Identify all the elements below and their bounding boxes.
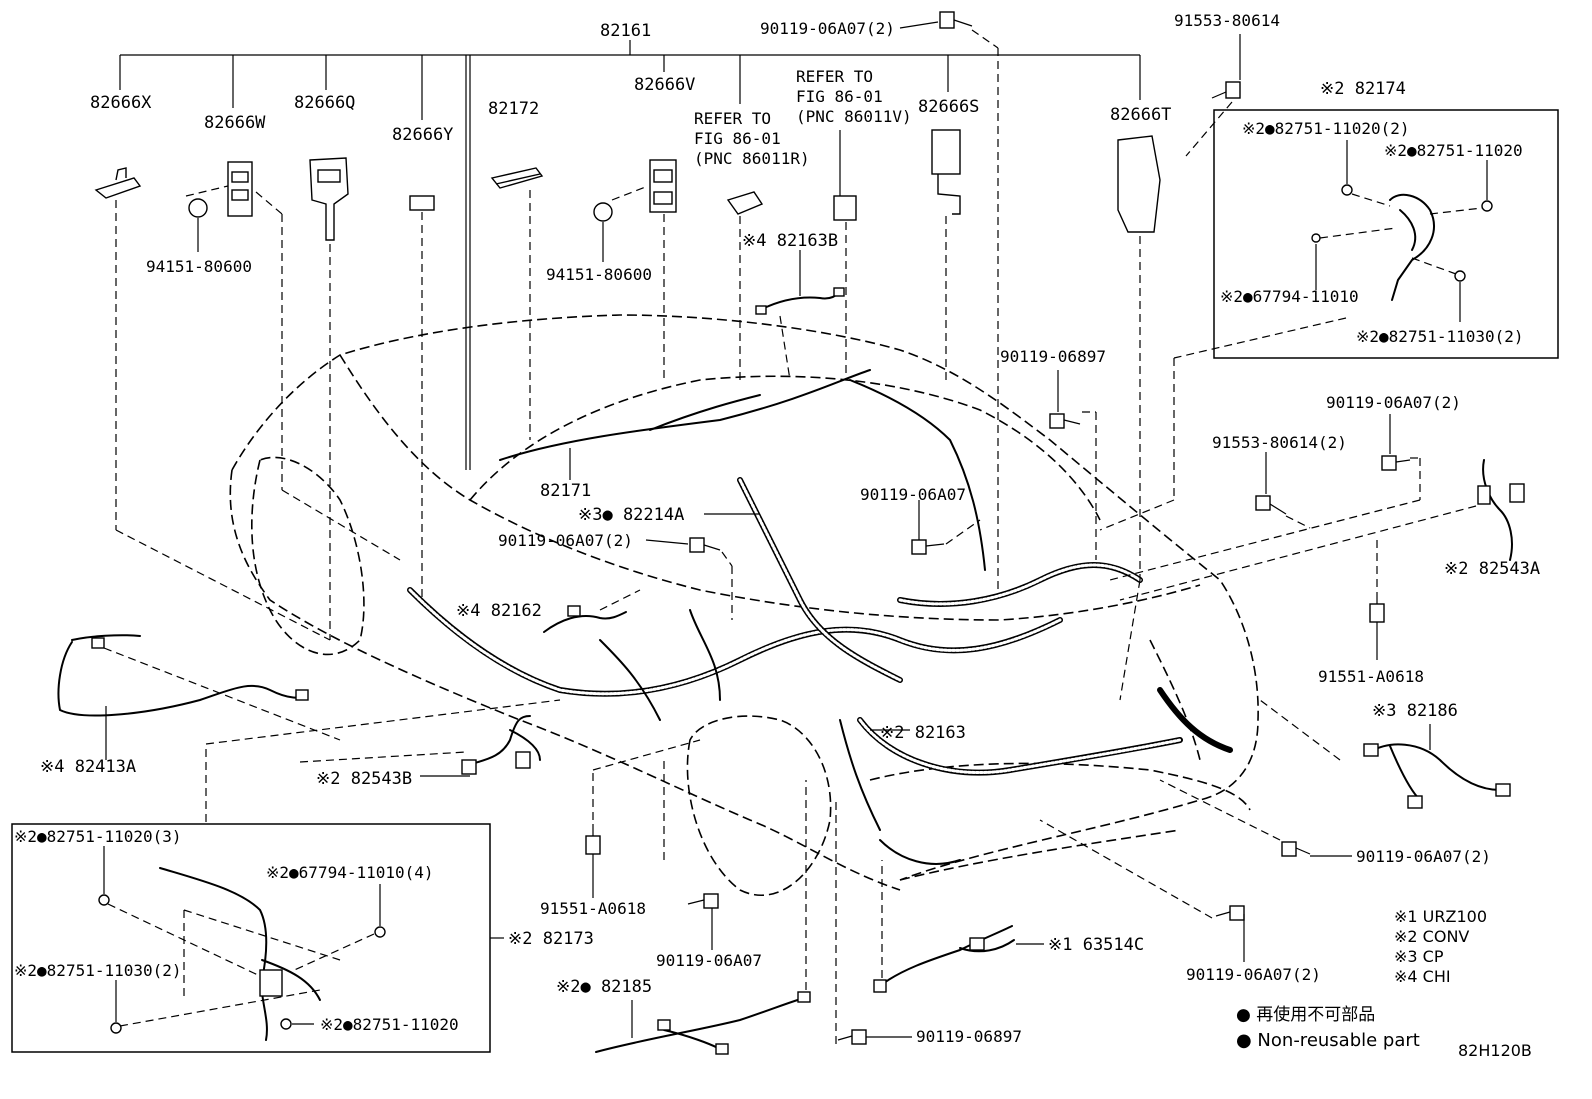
bolt-br1-90119: [1039, 819, 1245, 962]
label-82171: 82171: [540, 481, 591, 501]
label-box2-d: ※2●82751-11020: [320, 1015, 459, 1034]
connector-82666X: [94, 167, 331, 641]
label-grommet-2: 94151-80600: [546, 265, 652, 284]
label-grommet-1: 94151-80600: [146, 257, 252, 276]
harness-82163B: [755, 250, 845, 381]
main-harness: [407, 369, 1233, 865]
label-91551-bottom: 91551-A0618: [540, 899, 646, 918]
label-82666X: 82666X: [90, 93, 152, 113]
harness-63514C: [873, 860, 1044, 993]
label-82543B: ※2 82543B: [316, 769, 412, 789]
refer-part-86011R: [726, 191, 764, 380]
legend-non-reusable-jp: ● 再使用不可部品: [1236, 1004, 1375, 1025]
label-refer1-line3: (PNC 86011R): [694, 149, 810, 168]
harness-82162: [543, 589, 641, 633]
label-bolt-top: 90119-06A07(2): [760, 19, 895, 38]
label-refer1-line2: FIG 86-01: [694, 129, 781, 148]
label-82185: ※2● 82185: [556, 977, 652, 997]
label-bolt-b1: 90119-06A07: [656, 951, 762, 970]
label-63514C: ※1 63514C: [1048, 935, 1144, 955]
label-82666Q: 82666Q: [294, 93, 355, 113]
bolt-mid-90119: [911, 500, 981, 555]
bolt-right-91551: [1369, 540, 1385, 660]
label-box2-b: ※2●67794-11010(4): [266, 863, 434, 882]
harness-82543B: [299, 715, 541, 777]
label-box2-a: ※2●82751-11020(3): [14, 827, 182, 846]
connector-82666Q: [309, 157, 349, 640]
harness-82413A: [57, 634, 341, 760]
label-bolt-b2: 90119-06897: [916, 1027, 1022, 1046]
legend-non-reusable-en: ● Non-reusable part: [1236, 1030, 1420, 1051]
connector-82666W: [185, 161, 401, 561]
connector-82666Y: [409, 195, 435, 600]
label-bolt-r1: 90119-06897: [1000, 347, 1106, 366]
label-91551-right: 91551-A0618: [1318, 667, 1424, 686]
connector-82666V: [593, 159, 677, 380]
bolt-right-90119-06A07: [1109, 414, 1421, 581]
label-82163: ※2 82163: [880, 723, 966, 743]
refer-part-86011V: [833, 130, 857, 380]
bolt-mid2-90119: [645, 537, 733, 620]
label-82186: ※3 82186: [1372, 701, 1458, 721]
label-bolt-br1: 90119-06A07(2): [1186, 965, 1321, 984]
label-82666W: 82666W: [204, 113, 266, 133]
label-box1-d: ※2●82751-11030(2): [1356, 327, 1524, 346]
connector-82666T: [1117, 34, 1241, 701]
legend: ※1 URZ100 ※2 CONV ※3 CP ※4 CHI ● 再使用不可部品…: [1236, 907, 1532, 1060]
label-refer2-line1: REFER TO: [796, 67, 873, 86]
label-82163B: ※4 82163B: [742, 231, 838, 251]
bolt-right-90119-06897: [1049, 370, 1097, 560]
legend-chi: ※4 CHI: [1394, 967, 1451, 986]
label-box1-title: ※2 82174: [1320, 79, 1406, 99]
box-82174: [1099, 109, 1559, 531]
label-82666S: 82666S: [918, 97, 979, 117]
label-82162: ※4 82162: [456, 601, 542, 621]
label-bolt-br2: 90119-06A07(2): [1356, 847, 1491, 866]
bolt-bottom-90119-06A07: [663, 760, 719, 950]
box-82173: [11, 699, 561, 1053]
bolt-bottom-90119-06897: [835, 800, 912, 1045]
connector-82666S: [931, 129, 961, 380]
label-refer2-line2: FIG 86-01: [796, 87, 883, 106]
car-body-outline: [229, 314, 1259, 896]
figure-code: 82H120B: [1458, 1041, 1532, 1060]
legend-cp: ※3 CP: [1394, 947, 1444, 966]
label-82666Y: 82666Y: [392, 125, 453, 145]
harness-82543A: [1119, 459, 1525, 601]
label-box2-c: ※2●82751-11030(2): [14, 961, 182, 980]
label-bolt-r2: 90119-06A07(2): [1326, 393, 1461, 412]
label-box1-a: ※2●82751-11020(2): [1242, 119, 1410, 138]
label-82214A: ※3● 82214A: [578, 505, 684, 525]
label-box1-c: ※2●67794-11010: [1220, 287, 1359, 306]
legend-urz100: ※1 URZ100: [1394, 907, 1487, 926]
bolt-br2-90119: [1159, 779, 1352, 857]
bolt-bottom-91551: [585, 739, 701, 898]
label-refer1-line1: REFER TO: [694, 109, 771, 128]
label-bolt-mid: 90119-06A07: [860, 485, 966, 504]
label-82666T: 82666T: [1110, 105, 1171, 125]
bracket-82172: [490, 167, 544, 440]
label-91553-top: 91553-80614: [1174, 11, 1280, 30]
label-82173: ※2 82173: [508, 929, 594, 949]
label-refer2-line3: (PNC 86011V): [796, 107, 912, 126]
labels: 82161 82666X 82666W 82666Q 82666Y 82172 …: [14, 11, 1540, 1046]
label-82543A: ※2 82543A: [1444, 559, 1540, 579]
bracket-82161: [119, 40, 1141, 470]
legend-conv: ※2 CONV: [1394, 927, 1469, 946]
harness-82185: [595, 780, 811, 1055]
label-82666V: 82666V: [634, 75, 695, 95]
bolt-right-91553: [1255, 452, 1311, 529]
label-82172: 82172: [488, 99, 539, 119]
label-82413A: ※4 82413A: [40, 757, 136, 777]
label-box1-b: ※2●82751-11020: [1384, 141, 1523, 160]
bolt-top-90119: [899, 11, 999, 590]
label-bolt-mid2: 90119-06A07(2): [498, 531, 633, 550]
label-82161: 82161: [600, 21, 651, 41]
label-91553-right: 91553-80614(2): [1212, 433, 1347, 452]
harness-82186: [1259, 699, 1511, 809]
